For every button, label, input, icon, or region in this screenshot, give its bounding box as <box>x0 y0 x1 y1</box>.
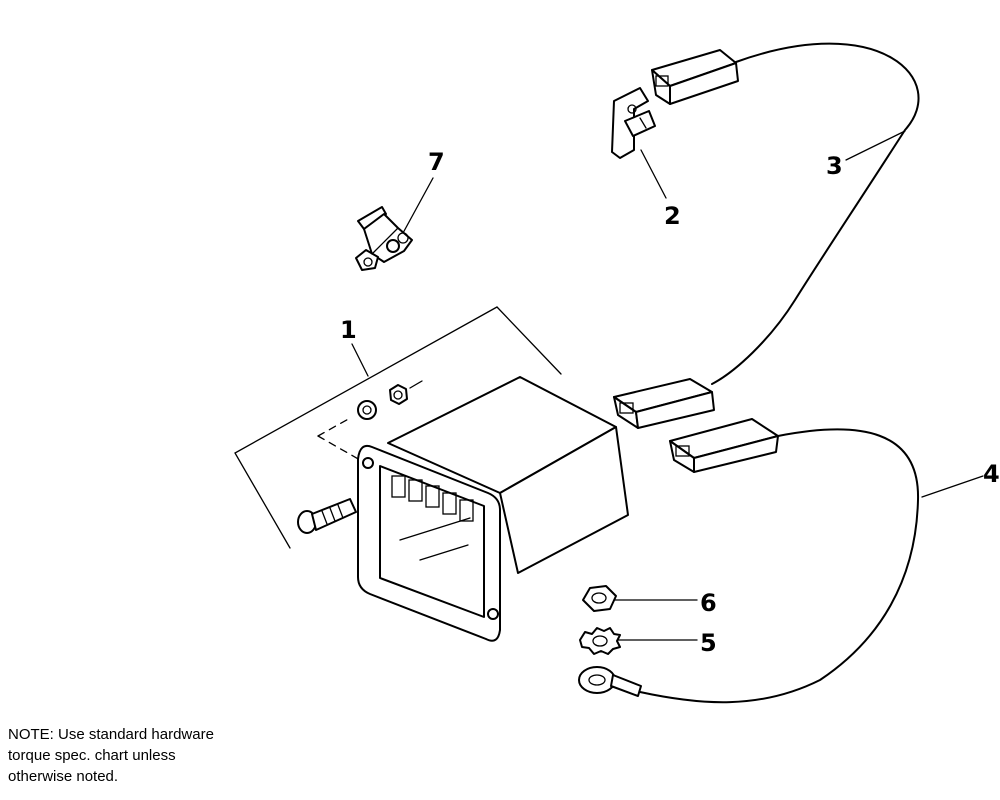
callout-3: 3 <box>826 152 843 180</box>
note-line-1: NOTE: Use standard hardware <box>8 726 214 743</box>
bezel-hole-bottom <box>487 608 499 620</box>
leader-2 <box>640 149 667 199</box>
hardware-note: NOTE: Use standard hardware torque spec.… <box>8 724 348 787</box>
leader-4 <box>921 475 984 498</box>
wire-3 <box>711 42 920 385</box>
callout-2: 2 <box>664 202 681 230</box>
screw <box>297 498 357 534</box>
leader-lines <box>351 130 984 641</box>
leader-1 <box>351 343 369 377</box>
wire-4 <box>639 428 920 704</box>
assembly-bracket <box>234 306 562 549</box>
meter-washer-nut <box>357 380 423 420</box>
callout-6: 6 <box>700 589 717 617</box>
note-line-2: torque spec. chart unless <box>8 747 176 764</box>
callout-1: 1 <box>340 316 357 344</box>
ring-terminal <box>578 666 642 697</box>
leader-3 <box>845 130 906 161</box>
connector-middle-lower <box>669 418 779 473</box>
part-6-nut <box>582 585 617 612</box>
dashed-assembly-line <box>317 416 361 461</box>
meter-bezel <box>357 444 501 642</box>
callout-4: 4 <box>983 460 1000 488</box>
part-7-clip <box>355 206 413 271</box>
connector-top <box>651 49 739 105</box>
callout-7: 7 <box>428 148 445 176</box>
part-2-terminal-bracket <box>611 87 656 159</box>
part-5-star-washer <box>579 627 621 655</box>
callout-5: 5 <box>700 629 717 657</box>
connector-middle-upper <box>613 378 715 429</box>
bezel-hole-top <box>362 457 374 469</box>
note-line-3: otherwise noted. <box>8 768 119 785</box>
counter-digits <box>391 475 474 561</box>
hour-meter <box>357 376 629 642</box>
meter-body-side <box>499 426 629 574</box>
